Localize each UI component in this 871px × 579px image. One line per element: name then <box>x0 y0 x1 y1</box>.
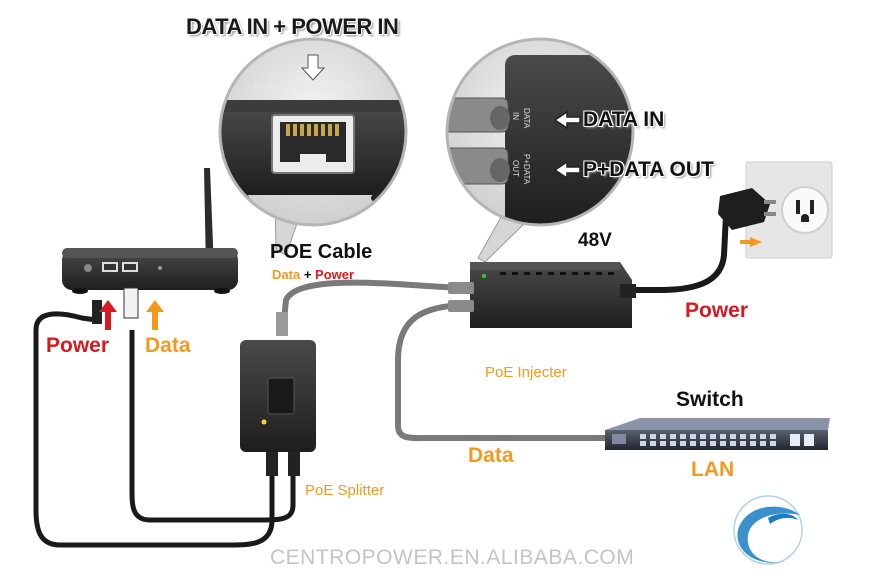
voltage-label: 48V <box>578 230 612 251</box>
power-label-right: Power <box>685 299 749 322</box>
cable-contents-label: Data + Power <box>272 267 354 282</box>
poe-injecter-label: PoE Injecter <box>485 364 567 381</box>
poe-cable <box>280 279 471 331</box>
switch-label: Switch <box>676 388 744 411</box>
port-label-pdata: P+DATA <box>522 154 531 185</box>
poe-splitter-label: PoE Splitter <box>305 482 385 499</box>
data-up-arrow-icon <box>146 300 164 330</box>
data-in-callout: DATA IN <box>583 108 665 131</box>
power-label-left: Power <box>46 334 110 357</box>
injector-ports-zoom <box>447 39 633 225</box>
cable-plus-text: + <box>303 267 312 282</box>
power-cable-outlet <box>624 214 729 293</box>
watermark: CENTROPOWER.EN.ALIBABA.COM <box>270 546 635 569</box>
power-cable-router <box>33 311 275 548</box>
data-label-bottom: Data <box>468 444 514 467</box>
port-label-out: OUT <box>511 160 520 177</box>
wall-outlet-icon <box>718 161 833 259</box>
router-power-plug <box>92 300 102 324</box>
pdata-out-callout: P+DATA OUT <box>583 158 714 181</box>
down-arrow-icon <box>300 54 326 81</box>
power-up-arrow-icon <box>99 300 117 330</box>
poe-splitter-icon <box>240 312 316 476</box>
port-label-in: IN <box>511 112 520 120</box>
centropower-logo-icon <box>733 495 803 565</box>
port-label-data: DATA <box>522 108 531 129</box>
port-caption: Data In + Power In <box>254 82 358 95</box>
pdata-out-arrow-icon <box>553 160 581 180</box>
network-switch-icon <box>605 418 830 450</box>
data-cable-router <box>129 330 296 523</box>
top-title: DATA IN + POWER IN <box>186 14 399 39</box>
cable-data-text: Data <box>272 267 301 282</box>
poe-cable-label: POE Cable <box>270 241 373 263</box>
router-data-plug <box>123 287 139 319</box>
outlet-arrow-icon <box>740 237 762 247</box>
lan-label: LAN <box>691 458 735 481</box>
rj45-port-icon <box>271 114 355 174</box>
data-cable <box>395 302 615 442</box>
router-icon <box>62 168 238 294</box>
data-in-arrow-icon <box>553 110 581 130</box>
cable-power-text: Power <box>315 267 355 282</box>
data-label-left: Data <box>145 334 191 357</box>
poe-injector-icon <box>448 262 636 328</box>
